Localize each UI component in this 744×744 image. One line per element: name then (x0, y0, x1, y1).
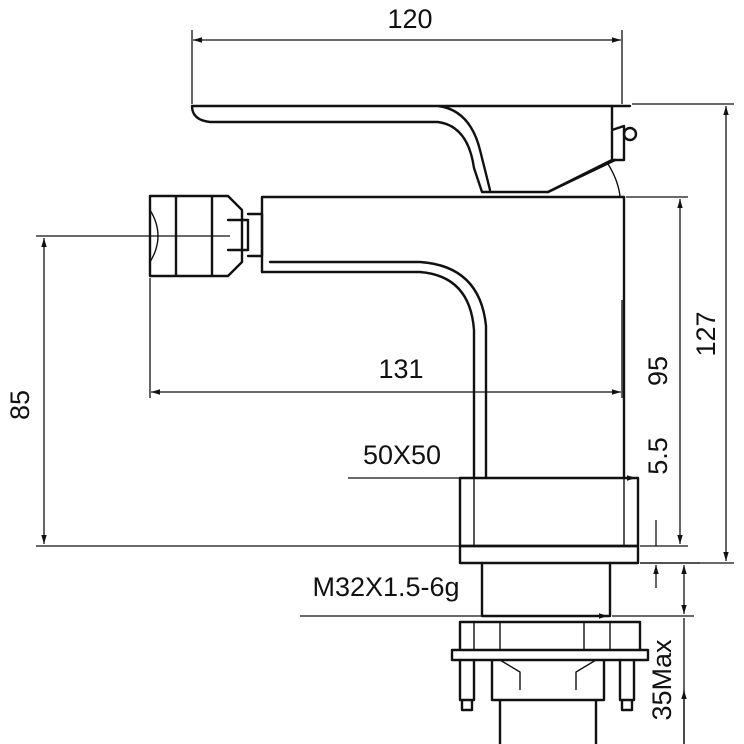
label-95: 95 (643, 356, 673, 386)
label-thread: M32X1.5-6g (312, 572, 459, 602)
lever-pivot (622, 126, 638, 142)
mounting-bracket (450, 620, 650, 744)
label-35max: 35Max (647, 639, 677, 721)
lever-handle (190, 104, 632, 194)
dimension-lines (36, 30, 734, 744)
label-50x50: 50X50 (363, 440, 441, 470)
label-5-5: 5.5 (643, 437, 673, 475)
label-120: 120 (387, 4, 432, 34)
label-131: 131 (378, 354, 423, 384)
threaded-shank (480, 561, 612, 618)
base-collar (458, 476, 640, 548)
label-85: 85 (5, 390, 35, 420)
mounting-bolt-left (458, 658, 476, 712)
base-plate (458, 544, 640, 565)
spout-bend (260, 260, 488, 480)
label-127: 127 (691, 311, 721, 356)
faucet-body (260, 195, 626, 480)
dimension-labels: 120 131 50X50 M32X1.5-6g 85 95 5.5 127 3… (5, 4, 721, 721)
mounting-bolt-right (618, 658, 636, 712)
cartridge-joint (546, 104, 626, 194)
faucet-outline (148, 104, 650, 744)
